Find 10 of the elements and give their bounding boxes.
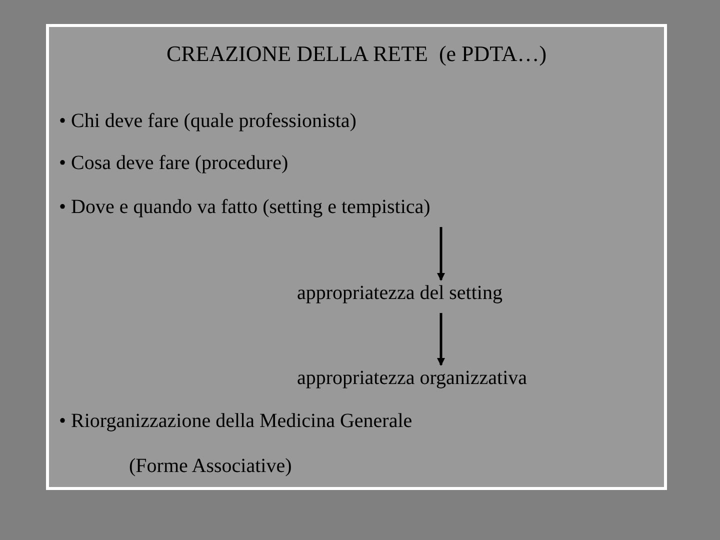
bullet-text: • Chi deve fare (quale professionista) (59, 109, 356, 134)
arrow (437, 227, 445, 281)
text-item: • Dove e quando va fatto (setting e tempistica) (59, 195, 430, 220)
arrow (437, 313, 445, 366)
bullet-text: • Riorganizzazione della Medicina Generale (59, 409, 412, 434)
text-item: appropriatezza del setting (297, 281, 502, 306)
title: CREAZIONE DELLA RETE (e PDTA…) (165, 40, 548, 68)
bullet-text: • Cosa deve fare (procedure) (59, 151, 288, 176)
text-item: appropriatezza organizzativa (297, 366, 528, 391)
bullet-text: (Forme Associative) (129, 454, 292, 479)
